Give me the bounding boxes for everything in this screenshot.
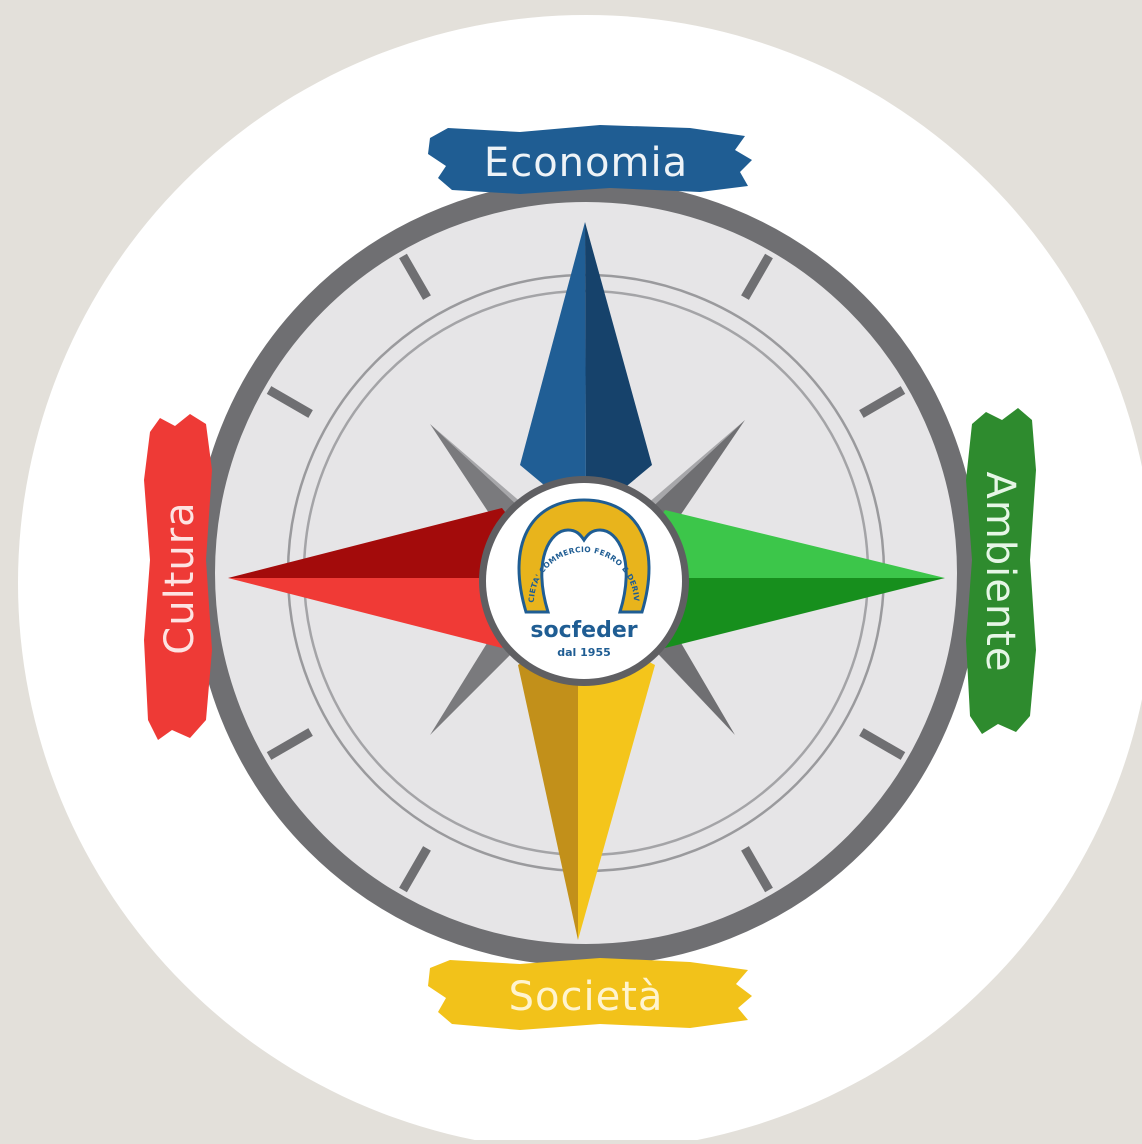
point-south — [518, 625, 655, 940]
point-west-bottom — [228, 578, 555, 648]
horseshoe-icon — [517, 498, 651, 614]
dial-tick-4 — [741, 846, 773, 893]
brush-societa — [428, 958, 752, 1030]
brush-ambiente — [966, 408, 1036, 734]
dial-tick-6 — [266, 728, 313, 760]
label-economia: Economia — [428, 125, 752, 194]
label-cultura-text: Cultura — [157, 501, 203, 654]
point-south-right — [578, 625, 655, 940]
dial-ticks — [266, 253, 906, 893]
label-societa: Società — [428, 958, 752, 1030]
dial-tick-2 — [859, 386, 906, 418]
logo-since: dal 1955 — [557, 646, 611, 659]
dial-tick-7 — [266, 386, 313, 418]
label-cultura: Cultura — [144, 414, 212, 740]
label-ambiente: Ambiente — [966, 408, 1036, 734]
dial-tick-3 — [859, 728, 906, 760]
label-societa-text: Società — [509, 974, 664, 1020]
point-east-bottom — [620, 578, 945, 648]
point-west — [228, 508, 555, 648]
brush-economia — [428, 125, 752, 194]
dial-tick-1 — [741, 253, 773, 300]
logo-brand: socfeder — [530, 618, 637, 643]
point-south-left — [518, 625, 578, 940]
point-north-right — [585, 222, 652, 520]
label-economia-text: Economia — [484, 140, 688, 186]
point-east-top — [620, 510, 945, 578]
dial-tick-5 — [399, 846, 431, 893]
point-north-left — [520, 222, 586, 520]
brush-cultura — [144, 414, 212, 740]
label-ambiente-text: Ambiente — [977, 471, 1023, 672]
point-east — [620, 510, 945, 648]
point-north — [520, 222, 652, 520]
point-west-top — [228, 508, 555, 578]
dial-tick-8 — [399, 253, 431, 300]
